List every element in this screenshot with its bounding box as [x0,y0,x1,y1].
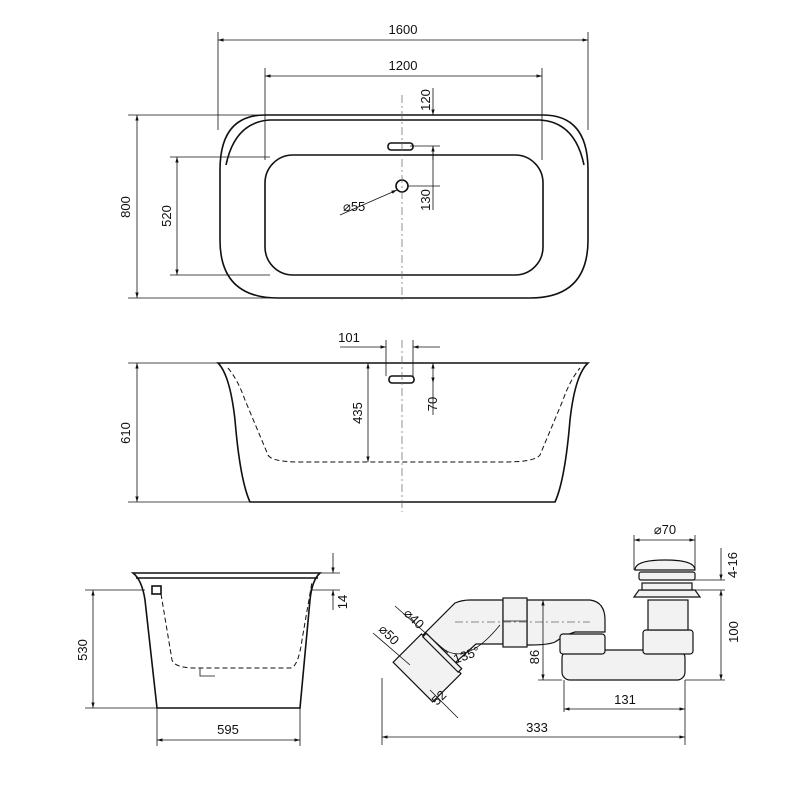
overflow-icon [387,142,414,151]
dim-435: 435 [350,402,365,424]
dim-70: 70 [425,397,440,411]
end-view: 530 14 595 [75,553,350,746]
dim-14: 14 [335,595,350,609]
dim-101: 101 [338,330,360,345]
top-view: 1600 1200 800 520 120 130 ⌀55 [118,22,589,300]
dim-333: 333 [526,720,548,735]
dim-100: 100 [726,621,741,643]
dim-595: 595 [217,722,239,737]
dim-120: 120 [418,89,433,111]
dim-130: 130 [418,189,433,211]
dim-pipe-diameter: ⌀40 [401,606,427,632]
overflow-icon [151,585,162,595]
drain-assembly: ⌀70 4-16 100 86 131 333 ⌀40 ⌀50 135° 52 [372,522,741,745]
side-view: 101 610 435 70 [118,330,591,512]
pipe-nut [502,597,528,648]
dim-520: 520 [159,205,174,227]
dim-131: 131 [614,692,636,707]
dim-outlet-diameter: ⌀50 [376,622,402,648]
dim-610: 610 [118,422,133,444]
dim-4-16: 4-16 [725,552,740,578]
dim-drain-diameter: ⌀55 [343,199,365,214]
dim-800: 800 [118,196,133,218]
dim-530: 530 [75,639,90,661]
dim-1200: 1200 [389,58,418,73]
trap-body [561,649,686,681]
dim-cap-diameter: ⌀70 [654,522,676,537]
dim-1600: 1600 [389,22,418,37]
drain-cap [634,559,696,571]
dim-86: 86 [527,650,542,664]
